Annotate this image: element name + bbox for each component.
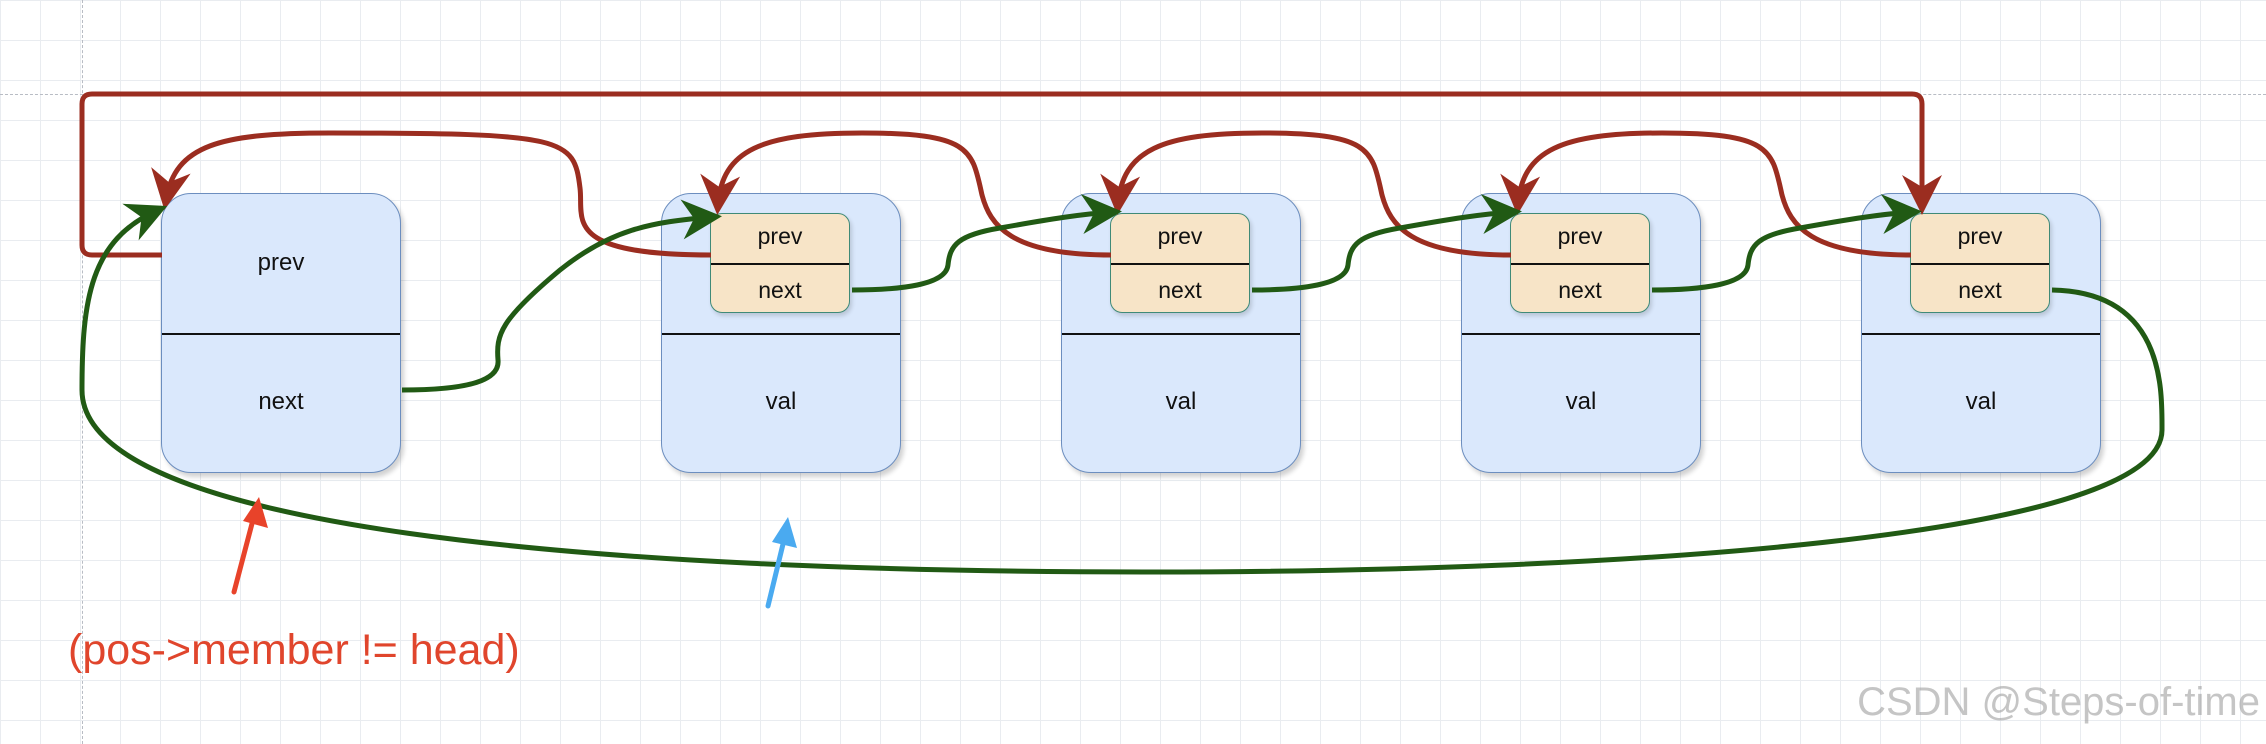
entry-4-divider	[1862, 333, 2100, 335]
entry-1-list-head: prev next	[710, 213, 850, 313]
next-link-entry3-to-entry4	[1651, 194, 1922, 293]
entry-2-inner-divider	[1111, 263, 1249, 265]
watermark: CSDN @Steps-of-time	[1857, 680, 2260, 724]
entry-2-val-field: val	[1165, 388, 1197, 415]
entry-4-prev-field: prev	[1957, 223, 2003, 249]
entry-1-next-field: next	[758, 277, 802, 303]
entry-3-val-field: val	[1565, 388, 1597, 415]
prev-link-entry3-to-entry2	[1100, 130, 1512, 258]
entry-3-inner-divider	[1511, 263, 1649, 265]
entry-3-list-head: prev next	[1510, 213, 1650, 313]
entry-4-list-head: prev next	[1910, 213, 2050, 313]
entry-node-1[interactable]: prev next val	[661, 193, 901, 473]
entry-node-3[interactable]: prev next val	[1461, 193, 1701, 473]
entry-3-prev-field: prev	[1557, 223, 1603, 249]
entry-2-next-field: next	[1158, 277, 1202, 303]
prev-link-entry4-to-entry3	[1500, 130, 1912, 258]
entry-1-prev-field: prev	[757, 223, 803, 249]
next-link-last-to-head	[79, 203, 2165, 575]
entry-1-val-field: val	[765, 388, 797, 415]
entry-4-val-field: val	[1965, 388, 1997, 415]
condition-pointer-arrow	[231, 497, 268, 595]
prev-link-entry2-to-entry1	[700, 130, 1112, 258]
next-link-head-to-entry1	[401, 199, 722, 393]
entry-4-inner-divider	[1911, 263, 2049, 265]
head-next-field: next	[258, 388, 304, 415]
entry-3-next-field: next	[1558, 277, 1602, 303]
entry-2-divider	[1062, 333, 1300, 335]
next-link-entry1-to-entry2	[851, 194, 1122, 293]
entry-1-divider	[662, 333, 900, 335]
entry-node-2[interactable]: prev next val	[1061, 193, 1301, 473]
pos-pointer-arrow	[765, 517, 797, 609]
entry-2-list-head: prev next	[1110, 213, 1250, 313]
prev-link-entry1-to-head	[151, 130, 712, 258]
next-link-entry2-to-entry3	[1251, 194, 1522, 293]
head-node-divider	[162, 333, 400, 335]
entry-4-next-field: next	[1958, 277, 2002, 303]
prev-link-head-to-last	[79, 91, 1942, 258]
entry-node-4[interactable]: prev next val	[1861, 193, 2101, 473]
entry-3-divider	[1462, 333, 1700, 335]
head-node[interactable]: prev next	[161, 193, 401, 473]
loop-condition-label: (pos->member != head)	[68, 626, 520, 674]
head-prev-field: prev	[257, 249, 305, 276]
entry-1-inner-divider	[711, 263, 849, 265]
entry-2-prev-field: prev	[1157, 223, 1203, 249]
